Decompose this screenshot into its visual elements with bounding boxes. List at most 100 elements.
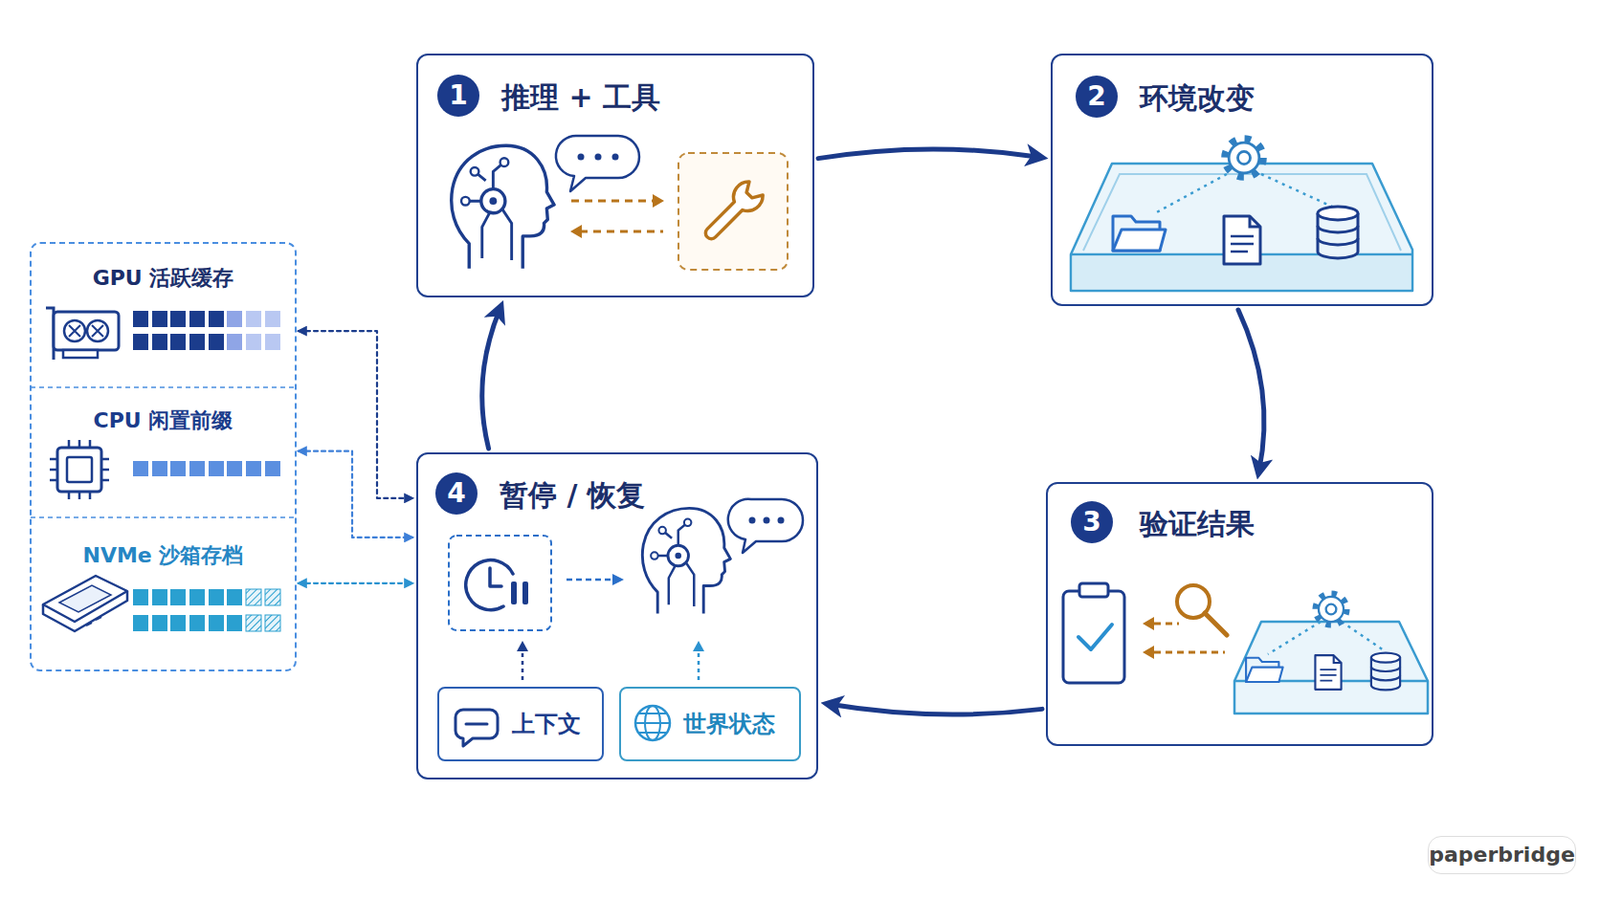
reasoning-illustration (579, 230, 664, 234)
flow-arrow (482, 309, 501, 449)
node-title: 暂停 / 恢复 (499, 478, 645, 513)
step-number: 1 (437, 74, 480, 117)
storage-link (298, 331, 413, 499)
reasoning-illustration (570, 224, 582, 239)
node-title: GPU 活跃缓存 (30, 265, 296, 292)
pause-resume-illustration (749, 517, 756, 525)
pause-resume-illustration (448, 535, 552, 631)
verification-illustration (1315, 594, 1347, 625)
gpu-cache-bars (189, 333, 205, 351)
nvme-archive-bars (208, 615, 224, 632)
pause-resume-illustration (466, 723, 488, 727)
node-title: NVMe 沙箱存档 (30, 542, 296, 570)
reasoning-illustration (571, 200, 655, 203)
nvme-archive-bars (245, 615, 262, 632)
storage-panel (30, 243, 296, 671)
state-box: 上下文 (437, 687, 604, 762)
pause-resume-illustration (642, 508, 731, 614)
storage-panel (30, 243, 296, 671)
verification-illustration (1314, 655, 1341, 690)
environment-illustration (1224, 138, 1263, 177)
nvme-archive-bars (152, 615, 168, 632)
gpu-card-icon (53, 311, 119, 351)
step-box: 暂停 / 恢复上下文世界状态 (416, 452, 819, 780)
reasoning-illustration (697, 177, 767, 247)
gpu-cache-bars (170, 333, 186, 351)
gpu-cache-bars (152, 311, 168, 328)
reasoning-illustration (555, 135, 640, 192)
step-number: 3 (1070, 501, 1113, 544)
pause-resume-illustration (612, 574, 624, 586)
verification-illustration (1267, 622, 1321, 655)
pause-resume-illustration (777, 517, 785, 525)
pause-resume-illustration (763, 517, 771, 525)
verification-illustration (1245, 658, 1284, 683)
pause-resume-illustration (522, 581, 529, 605)
reasoning-illustration (577, 154, 585, 161)
node-title: 上下文 (511, 710, 581, 739)
nvme-archive-bars (170, 615, 186, 632)
storage-link (298, 582, 413, 585)
environment-illustration (1070, 253, 1413, 257)
verification-illustration (1234, 622, 1428, 714)
cpu-prefix-bars (265, 461, 281, 477)
environment-illustration (1083, 174, 1401, 251)
gpu-cache-bars (208, 311, 224, 328)
nvme-archive-bars (189, 589, 205, 606)
environment-illustration (1072, 256, 1411, 289)
cpu-prefix-bars (133, 461, 149, 477)
cpu-chip-icon (66, 457, 92, 483)
verification-illustration (1177, 585, 1210, 619)
nvme-archive-bars (226, 615, 243, 632)
verification-illustration (1154, 622, 1179, 626)
nvme-drive-icon (59, 585, 112, 613)
verification-illustration (1371, 653, 1400, 691)
pause-resume-illustration (489, 568, 502, 587)
cpu-prefix-bars (133, 461, 281, 477)
gpu-cache-bars (226, 333, 243, 351)
pause-resume-illustration (635, 706, 670, 741)
cpu-chip-icon (49, 440, 110, 500)
reasoning-illustration (652, 194, 665, 208)
nvme-archive-bars (133, 589, 149, 606)
gpu-cache-bars (208, 333, 224, 351)
pause-resume-illustration (448, 499, 803, 747)
cpu-prefix-bars (245, 461, 262, 477)
nvme-archive-bars (133, 615, 149, 632)
pause-resume-illustration (455, 710, 498, 747)
gpu-cache-bars (265, 311, 281, 328)
verification-illustration (1142, 617, 1155, 631)
node-title: 环境改变 (1139, 81, 1255, 116)
verification-illustration (1063, 591, 1125, 684)
environment-illustration (1153, 174, 1227, 215)
environment-illustration (1070, 138, 1413, 291)
nvme-drive-icon (43, 576, 128, 623)
storage-tier: CPU 闲置前缀 (30, 387, 296, 518)
storage-panel (30, 386, 296, 389)
node-title: 推理 + 工具 (501, 80, 661, 115)
storage-tier: GPU 活跃缓存 (30, 243, 296, 388)
reasoning-illustration (697, 177, 767, 247)
pause-resume-illustration (521, 650, 525, 681)
gpu-card-icon (68, 325, 104, 337)
pause-resume-illustration (635, 713, 670, 734)
nvme-archive-bars (170, 589, 186, 606)
nvme-archive-bars (245, 589, 262, 606)
verification-illustration (1204, 613, 1227, 636)
nvme-archive-bars (133, 589, 281, 632)
reasoning-illustration (612, 154, 620, 161)
nvme-drive-icon (43, 591, 128, 632)
nvme-archive-bars (189, 615, 205, 632)
verification-illustration (1234, 680, 1428, 684)
storage-link (298, 451, 413, 538)
nvme-archive-bars (265, 589, 281, 606)
gpu-cache-bars (226, 311, 243, 328)
reasoning-illustration (451, 135, 788, 270)
pause-resume-illustration (728, 499, 803, 554)
gpu-cache-bars (265, 333, 281, 351)
cpu-chip-icon (49, 440, 110, 500)
cpu-prefix-bars (189, 461, 205, 477)
flow-arrow (818, 149, 1040, 159)
pause-resume-illustration (466, 560, 513, 611)
